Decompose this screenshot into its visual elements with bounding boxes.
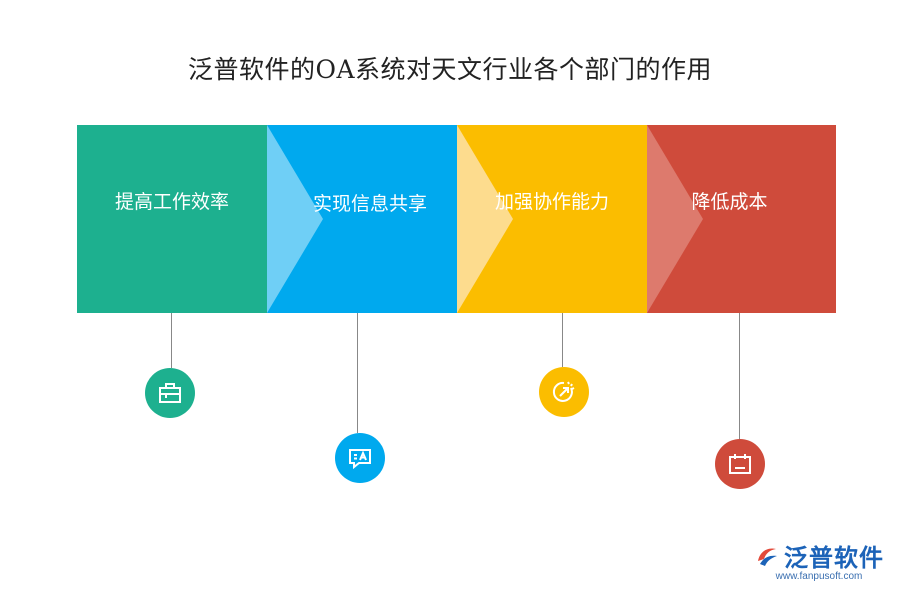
connector-line xyxy=(357,313,358,433)
step-band-collaboration: 加强协作能力 xyxy=(457,125,647,313)
page-title: 泛普软件的OA系统对天文行业各个部门的作用 xyxy=(187,55,713,84)
step-label: 实现信息共享 xyxy=(312,193,427,215)
brand-logo: 泛普软件 www.fanpusoft.com xyxy=(754,538,884,582)
arrow-target-icon xyxy=(539,367,589,417)
step-band-sharing: 实现信息共享 xyxy=(267,125,457,313)
connector-line xyxy=(562,313,563,367)
logo-text: 泛普软件 xyxy=(784,544,884,572)
step-band-cost: 降低成本 xyxy=(647,125,836,313)
step-label: 降低成本 xyxy=(691,191,768,213)
step-label: 加强协作能力 xyxy=(494,191,609,213)
chevron-shape xyxy=(647,125,703,313)
chevron-shape xyxy=(457,125,513,313)
calendar-icon xyxy=(715,439,765,489)
briefcase-icon xyxy=(145,368,195,418)
step-label: 提高工作效率 xyxy=(114,191,229,213)
connector-line xyxy=(739,313,740,439)
step-band-efficiency: 提高工作效率 xyxy=(77,125,267,313)
chevron-shape xyxy=(267,125,323,313)
logo-mark-icon xyxy=(758,548,777,566)
logo-url: www.fanpusoft.com xyxy=(775,571,863,582)
message-translate-icon xyxy=(335,433,385,483)
connector-line xyxy=(171,313,172,368)
